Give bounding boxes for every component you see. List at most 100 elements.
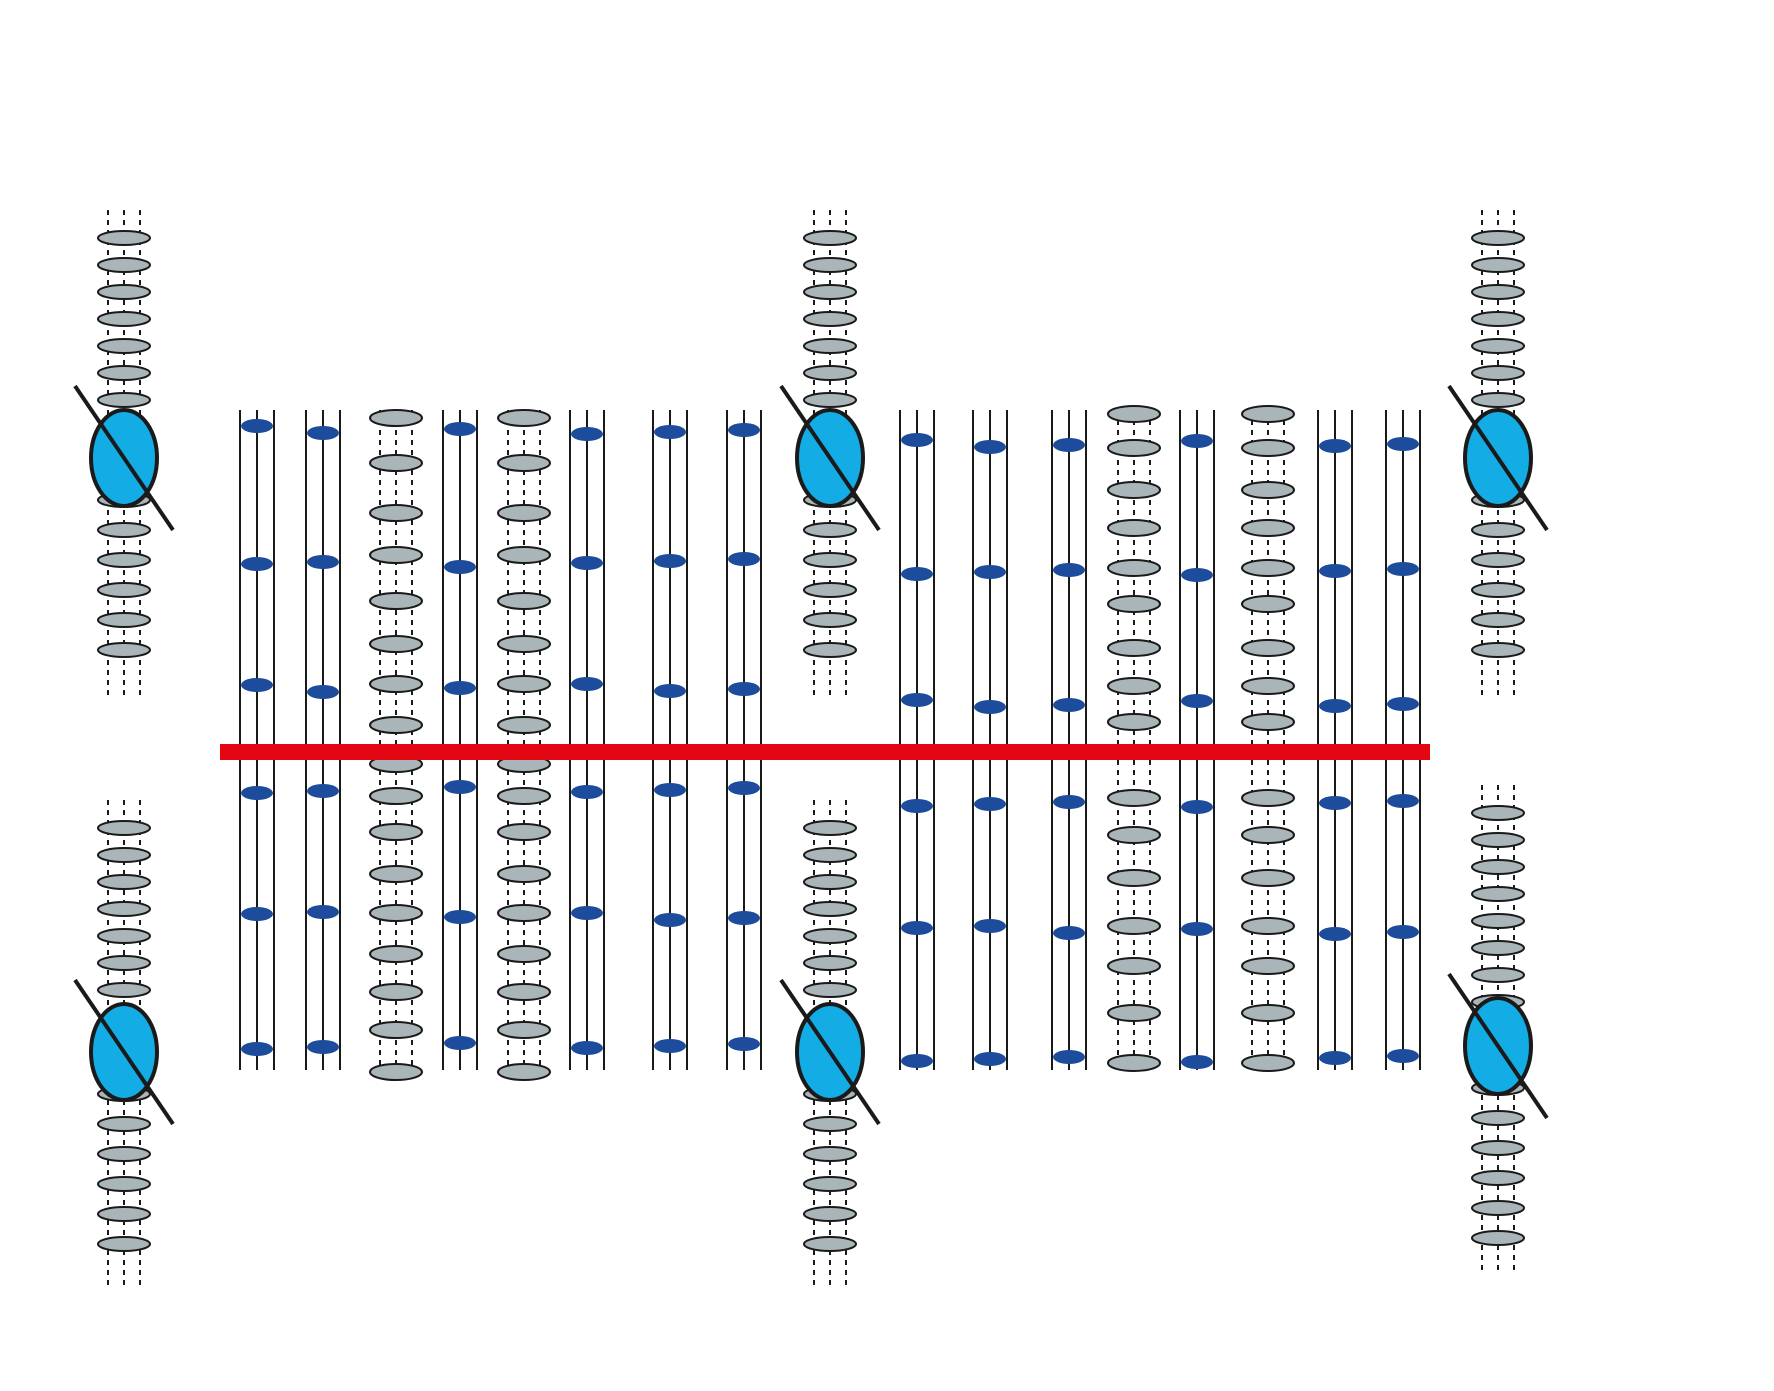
gray-disc [803, 901, 857, 917]
gray-disc [1471, 365, 1525, 381]
gray-disc [1241, 1004, 1295, 1022]
blue-dot [571, 427, 603, 441]
gray-disc [1471, 338, 1525, 354]
blue-dot [571, 677, 603, 691]
gray-disc [803, 1146, 857, 1162]
solid-column [1317, 410, 1353, 1070]
gray-disc [497, 454, 551, 472]
blue-dot [728, 781, 760, 795]
gray-disc [1471, 311, 1525, 327]
blue-dot [1319, 564, 1351, 578]
gray-disc [1107, 595, 1161, 613]
blue-dot [1387, 437, 1419, 451]
gray-disc [97, 982, 151, 998]
gray-disc [1471, 940, 1525, 956]
gray-disc [369, 823, 423, 841]
gray-disc [1471, 522, 1525, 538]
side-stack [779, 800, 881, 1290]
gray-disc [497, 409, 551, 427]
blue-dot [654, 684, 686, 698]
blue-dot [444, 422, 476, 436]
gray-disc [97, 612, 151, 628]
dashed-column [497, 409, 551, 1081]
gray-disc [1107, 957, 1161, 975]
diagonal-line [779, 978, 881, 1126]
gray-disc [1241, 869, 1295, 887]
gray-disc [97, 1116, 151, 1132]
blue-dot [1387, 697, 1419, 711]
gray-disc [1107, 713, 1161, 731]
gray-disc [369, 716, 423, 734]
gray-disc [1241, 595, 1295, 613]
side-stack [73, 800, 175, 1290]
blue-dot [654, 554, 686, 568]
gray-disc [369, 787, 423, 805]
blue-dot [444, 910, 476, 924]
gray-disc [1471, 913, 1525, 929]
blue-dot [241, 678, 273, 692]
gray-disc [1471, 552, 1525, 568]
gray-disc [97, 522, 151, 538]
dashed-column [1107, 405, 1161, 1072]
gray-disc [803, 1116, 857, 1132]
gray-disc [803, 230, 857, 246]
blue-dot [571, 906, 603, 920]
gray-disc [1107, 639, 1161, 657]
blue-dot [444, 560, 476, 574]
gray-disc [1241, 677, 1295, 695]
gray-disc [1471, 642, 1525, 658]
gray-disc [97, 847, 151, 863]
blue-dot [728, 682, 760, 696]
blue-dot [241, 907, 273, 921]
blue-dot [241, 1042, 273, 1056]
gray-disc [97, 820, 151, 836]
solid-column [899, 410, 935, 1070]
gray-disc [1471, 805, 1525, 821]
gray-disc [97, 1206, 151, 1222]
gray-disc [803, 642, 857, 658]
gray-disc [1471, 1110, 1525, 1126]
gray-disc [803, 982, 857, 998]
gray-disc [1471, 1170, 1525, 1186]
blue-dot [444, 1036, 476, 1050]
blue-dot [974, 919, 1006, 933]
gray-disc [803, 1176, 857, 1192]
blue-dot [1387, 925, 1419, 939]
gray-disc [97, 552, 151, 568]
gray-disc [97, 257, 151, 273]
gray-disc [497, 592, 551, 610]
blue-dot [654, 425, 686, 439]
gray-disc [369, 409, 423, 427]
gray-disc [369, 675, 423, 693]
gray-disc [97, 874, 151, 890]
gray-disc [803, 612, 857, 628]
gray-disc [97, 1146, 151, 1162]
blue-dot [728, 552, 760, 566]
gray-disc [1241, 405, 1295, 423]
blue-dot [1319, 699, 1351, 713]
gray-disc [1241, 1054, 1295, 1072]
gray-disc [803, 311, 857, 327]
gray-disc [803, 257, 857, 273]
gray-disc [1241, 917, 1295, 935]
gray-disc [497, 865, 551, 883]
gray-disc [1471, 230, 1525, 246]
gray-disc [369, 1021, 423, 1039]
gray-disc [803, 552, 857, 568]
gray-disc [97, 582, 151, 598]
side-stack [1447, 785, 1549, 1275]
red-bar [220, 744, 1430, 760]
blue-dot [1053, 1050, 1085, 1064]
gray-disc [369, 904, 423, 922]
gray-disc [369, 504, 423, 522]
gray-disc [1107, 481, 1161, 499]
blue-dot [1053, 563, 1085, 577]
gray-disc [1471, 582, 1525, 598]
solid-column [442, 410, 478, 1070]
red-horizontal-line [220, 744, 1430, 760]
blue-dot [307, 1040, 339, 1054]
blue-dot [241, 557, 273, 571]
gray-disc [803, 522, 857, 538]
blue-dot [307, 555, 339, 569]
